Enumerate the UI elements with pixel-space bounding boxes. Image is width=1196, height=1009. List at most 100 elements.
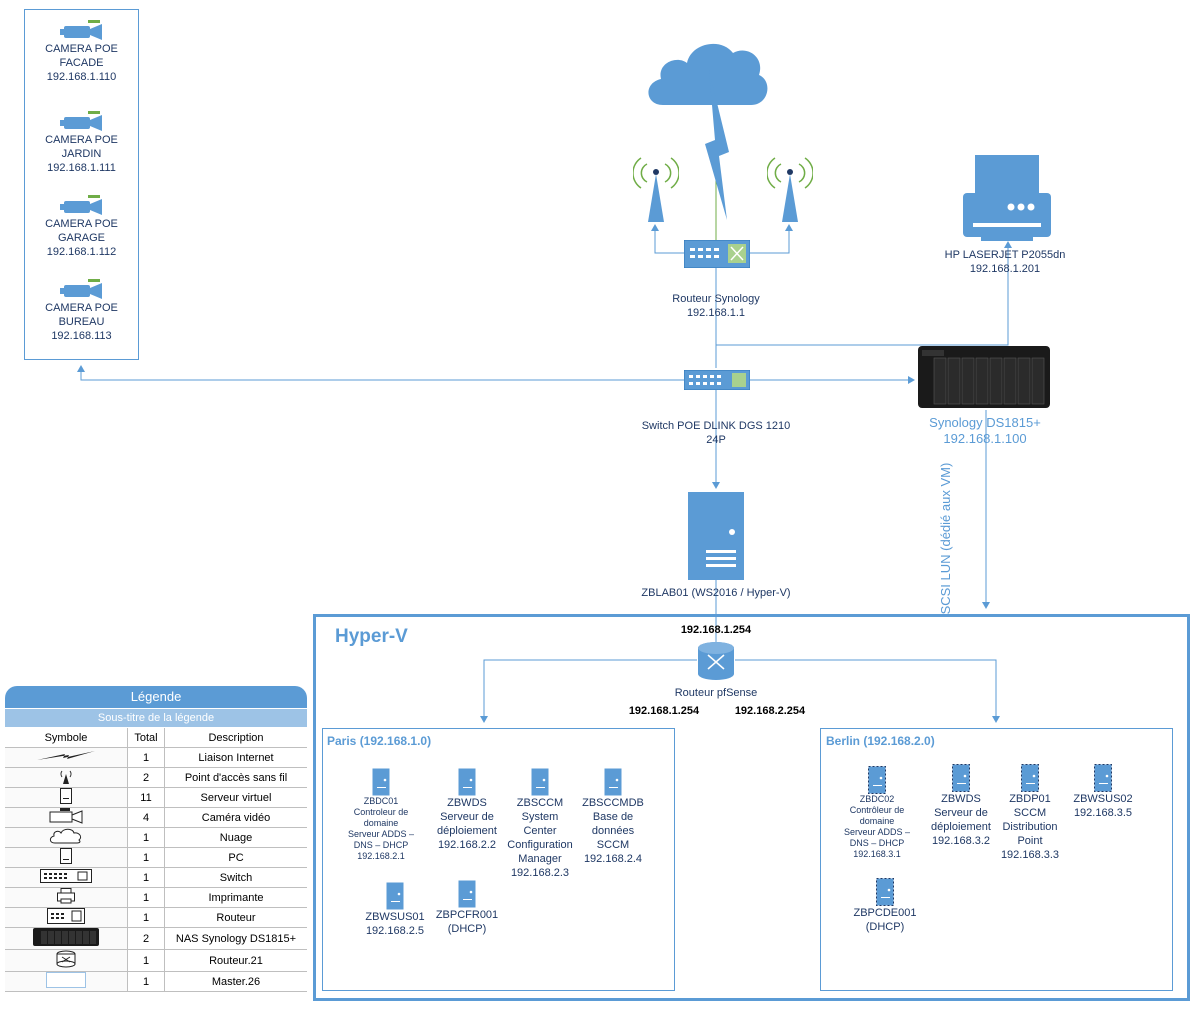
camera-garage[interactable]: CAMERA POE GARAGE 192.168.1.112	[24, 195, 139, 259]
switch-model: 24P	[706, 434, 726, 446]
legend-total: 1	[127, 887, 165, 908]
server-label-line: Manager	[518, 853, 562, 865]
server-label-line: DNS – DHCP	[849, 838, 905, 848]
virtual-server-icon	[1021, 764, 1039, 792]
camera-jardin[interactable]: CAMERA POE JARDIN 192.168.1.111	[24, 111, 139, 175]
legend-total: 1	[127, 867, 165, 888]
printer-icon[interactable]	[963, 155, 1051, 243]
nas-label: Synology DS1815+ 192.168.1.100	[905, 415, 1065, 447]
camera-panel	[24, 9, 139, 360]
camera-location: BUREAU	[58, 316, 105, 328]
camera-facade[interactable]: CAMERA POE FACADE 192.168.1.110	[24, 20, 139, 84]
legend-total: 2	[127, 767, 165, 788]
legend-total: 1	[127, 747, 165, 768]
virtual-server-icon	[604, 768, 622, 796]
server-label-line: 192.168.3.2	[931, 835, 991, 847]
pfsense-lan2-ip: 192.168.2.254	[734, 705, 806, 717]
legend-description: Nuage	[164, 827, 307, 848]
legend-description: Liaison Internet	[164, 747, 307, 768]
iscsi-label: iSCSI LUN (dédié aux VM)	[938, 462, 953, 618]
hyperv-title: Hyper-V	[335, 626, 408, 647]
camera-bureau[interactable]: CAMERA POE BUREAU 192.168.113	[24, 279, 139, 343]
switch-label: Switch POE DLINK DGS 1210 24P	[620, 419, 812, 447]
pfsense-lan1-ip: 192.168.1.254	[628, 705, 700, 717]
legend-symbol	[5, 907, 128, 928]
legend-symbol	[5, 971, 128, 992]
nas-icon[interactable]	[918, 346, 1050, 408]
virtual-server-icon	[458, 768, 476, 796]
server-label-line: 192.168.2.2	[437, 839, 497, 851]
camera-icon	[46, 808, 86, 827]
server-label-line: 192.168.2.3	[510, 867, 570, 879]
camera-icon	[59, 279, 102, 299]
cloud-icon	[49, 828, 83, 847]
legend-total: 1	[127, 847, 165, 868]
legend-symbol	[5, 767, 128, 788]
server-label-line: ZBPCDE001	[853, 907, 917, 919]
server-label-line: (DHCP)	[865, 921, 905, 933]
server-label-line: Serveur ADDS –	[843, 827, 911, 837]
server-label-line: ZBWDS	[447, 797, 487, 809]
server-label-line: Configuration	[507, 839, 573, 851]
legend-description: Master.26	[164, 971, 307, 992]
server-label-line: données	[591, 825, 635, 837]
pfsense-wan-ip: 192.168.1.254	[680, 624, 752, 636]
server-label-line: 192.168.2.4	[583, 853, 643, 865]
lightning-icon	[705, 70, 729, 220]
pfsense-label: Routeur pfSense	[674, 687, 758, 699]
camera-name: CAMERA POE	[45, 134, 118, 146]
camera-name: CAMERA POE	[45, 302, 118, 314]
server-label-line: ZBPCFR001	[435, 909, 499, 921]
server-label-line: Center	[523, 825, 557, 837]
pfsense-router-icon[interactable]	[697, 641, 735, 681]
legend-total: 1	[127, 949, 165, 972]
router-icon[interactable]	[684, 240, 750, 268]
legend-title: Légende	[5, 686, 307, 708]
wireless-ap-icon[interactable]	[767, 150, 813, 222]
site-berlin	[820, 728, 1173, 991]
server-label-line: SCCM	[1013, 807, 1047, 819]
pc-icon	[60, 848, 72, 867]
legend-description: Serveur virtuel	[164, 787, 307, 808]
virtual-server-icon	[386, 882, 404, 910]
nas-icon	[33, 928, 99, 949]
switch-name: Switch POE DLINK DGS 1210	[641, 420, 791, 432]
legend-description: NAS Synology DS1815+	[164, 927, 307, 950]
switch-icon	[40, 869, 92, 886]
legend-symbol	[5, 847, 128, 868]
server-label-line: domaine	[859, 816, 895, 826]
server-icon[interactable]	[688, 492, 744, 580]
legend-description: PC	[164, 847, 307, 868]
server-label-line: 192.168.2.5	[365, 925, 425, 937]
legend-description: Routeur	[164, 907, 307, 928]
server-label-line: DNS – DHCP	[353, 840, 409, 850]
lightning-icon	[35, 748, 97, 767]
server-label-line: 192.168.3.5	[1073, 807, 1133, 819]
virtual-server-icon	[876, 878, 894, 906]
legend-total: 2	[127, 927, 165, 950]
switch-icon[interactable]	[684, 370, 750, 390]
wireless-ap-icon[interactable]	[633, 150, 679, 222]
server-label-line: System	[521, 811, 559, 823]
berlin-server[interactable]: ZBPCDE001 (DHCP)	[840, 878, 930, 934]
legend: Légende Sous-titre de la légende Symbole…	[5, 686, 307, 992]
cloud-icon[interactable]	[643, 35, 771, 110]
server-label-line: Controleur de	[353, 807, 409, 817]
router-ip: 192.168.1.1	[686, 307, 746, 319]
camera-ip: 192.168.1.110	[46, 71, 117, 83]
paris-server[interactable]: ZBPCFR001(DHCP)	[422, 880, 512, 936]
legend-description: Routeur.21	[164, 949, 307, 972]
